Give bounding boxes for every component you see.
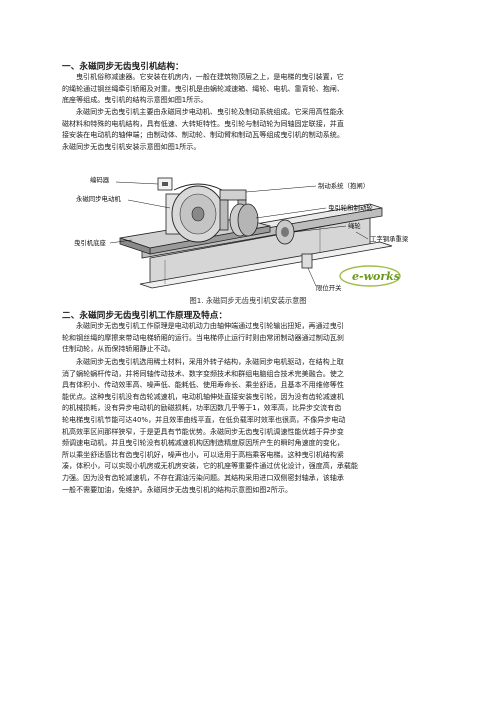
e-works-watermark: e-works <box>339 265 401 287</box>
text-line: 机高效率区间那样狭窄，于是更具有节能优势。永磁同步无齿曳引机调速性能优越于异步变 <box>62 426 344 436</box>
figure-caption: 图1. 永磁同步无齿曳引机安装示意图 <box>189 296 307 305</box>
section2-paragraph-2: 永磁同步无齿曳引机选用稀土材料，采用外转子结构，永磁同步电机驱动，在结构上取 消… <box>62 356 434 495</box>
text-line: 接安装在电动机的轴伸端；由制动体、制动轮、制动臂和制动瓦等组成曳引机的制动系统。 <box>62 130 344 140</box>
watermark-text: e-works <box>352 270 400 283</box>
text-line: 消了蜗轮蜗杆传动，并将同轴传动技术、数字变频技术和群组电脑组合技术完美融合。使之 <box>62 368 344 378</box>
label-beam: 工字钢承重梁 <box>370 234 409 243</box>
text-line: 磁材料和特殊的电机结构，具有低速、大转矩特性。曳引轮与制动轮为同轴固定联接，并直 <box>62 118 344 128</box>
text-line: 的绳轮通过钢丝绳牵引轿厢及对重。曳引机是由蜗轮减速箱、绳轮、电机、靠背轮、抱闸、 <box>62 83 344 93</box>
text-line: 永磁同步无齿曳引机主要由永磁同步电动机、曳引轮及制动系统组成。它采用高性能永 <box>76 107 344 116</box>
rope-wheel <box>275 219 295 245</box>
text-line: 永磁同步无齿曳引机选用稀土材料，采用外转子结构，永磁同步电机驱动，在结构上取 <box>76 357 344 366</box>
text-line: 永磁同步无齿曳引机工作原理是电动机动力由轴伸端通过曳引轮输出扭矩，再通过曳引 <box>76 321 344 330</box>
section2-heading: 二、永磁同步无齿曳引机工作原理及特点： <box>62 311 228 321</box>
text-line: 轮和钢丝绳的摩擦来带动电梯轿厢的运行。当电梯停止运行时则由常闭制动器通过制动瓦刹 <box>62 332 344 342</box>
text-line: 住制动轮，从而保持轿厢静止不动。 <box>62 344 175 354</box>
text-line: 一般不需要加油，免维护。永磁同步无齿曳引机的结构示意图如图2所示。 <box>62 484 292 494</box>
text-line: 永磁同步无齿曳引机安装示意图如图1所示。 <box>62 141 201 151</box>
section2-paragraph-1: 永磁同步无齿曳引机工作原理是电动机动力由轴伸端通过曳引轮输出扭矩，再通过曳引 轮… <box>62 320 434 355</box>
label-motor: 永磁同步电动机 <box>76 194 121 203</box>
traction-sheave <box>229 203 259 237</box>
section1-heading: 一、永磁同步无齿曳引机结构： <box>62 62 184 72</box>
label-limit-switch: 限位开关 <box>316 283 342 292</box>
text-line: 曳引机俗称减速器。它安装在机房内，一般在建筑物顶层之上，是电梯的曳引装置，它 <box>76 72 344 81</box>
text-line: 具有体积小、传动效率高、噪声低、能耗低、使用寿命长、乘坐舒适，且基本不用维修等性 <box>62 380 344 390</box>
section1-paragraph-2: 永磁同步无齿曳引机主要由永磁同步电动机、曳引轮及制动系统组成。它采用高性能永 磁… <box>62 106 434 152</box>
text-line: 力强。因为没有齿轮减速机，不存在漏油污染问题。其结构采用进口双侧密封轴承，该轴承 <box>62 472 344 482</box>
text-line: 所以乘坐舒适感比有齿曳引机好，噪声也小，可以适用于高档乘客电梯。这种曳引机结构紧 <box>62 449 344 459</box>
section1-paragraph-1: 曳引机俗称减速器。它安装在机房内，一般在建筑物顶层之上，是电梯的曳引装置，它 的… <box>62 71 434 106</box>
text-line: 频调速电动机，并且曳引轮没有机械减速机构因制造精度原因所产生的瞬时角速度的变化， <box>62 438 344 448</box>
text-line: 底座等组成。曳引机的结构示意图如图1所示。 <box>62 95 208 105</box>
label-base: 曳引机底座 <box>74 238 107 247</box>
label-brake: 制动系统（抱闸） <box>318 181 369 190</box>
label-sheave: 曳引轮和制动轮 <box>328 203 373 212</box>
encoder <box>157 177 173 191</box>
label-rope-wheel: 绳轮 <box>348 221 361 230</box>
installation-diagram: 编码器 永磁同步电动机 制动系统（抱闸） 曳引轮和制动轮 绳轮 工字钢承重梁 曳… <box>74 175 409 292</box>
pm-synchronous-motor <box>165 183 225 243</box>
text-line: 的机械损耗，没有异步电动机的励磁损耗，功率因数几乎等于1，效率高，比异步交流有齿 <box>62 403 342 413</box>
label-encoder: 编码器 <box>90 175 110 184</box>
limit-switch <box>301 253 313 269</box>
text-line: 能优点。这种曳引机没有齿轮减速机，电动机轴伸处直接安装曳引轮，因为没有齿轮减速机 <box>62 391 344 401</box>
text-line: 轮电梯曳引机节能可达40%，并且效率曲线平直，在低负载率时效率也很高，不像异步电… <box>62 414 346 424</box>
text-line: 凑，体积小，可以实现小机房或无机房安装，它的机座等重要件通过优化设计，强度高，承… <box>62 461 358 471</box>
